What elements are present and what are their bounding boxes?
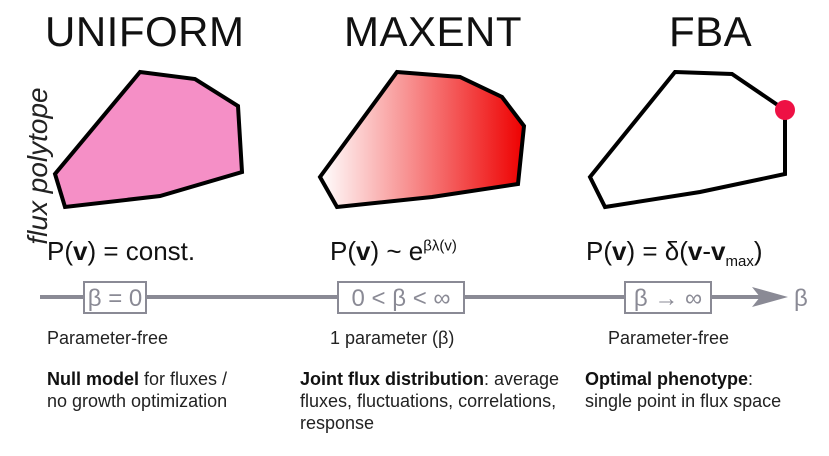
beta-range-box	[337, 281, 465, 314]
maxent-param: 1 parameter (β)	[330, 328, 455, 348]
fba-description: Optimal phenotype: single point in flux …	[585, 369, 782, 411]
maxent-polytope-shape	[317, 69, 527, 210]
maxent-description: Joint flux distribution: average fluxes,…	[300, 369, 560, 433]
uniform-param: Parameter-free	[47, 328, 169, 348]
beta-zero-label: β = 0	[88, 285, 143, 312]
axis-arrowhead	[752, 287, 788, 307]
uniform-polytope-shape	[52, 69, 245, 210]
beta-zero-box	[83, 281, 147, 314]
maxent-title: MAXENT	[344, 8, 523, 55]
beta-infinity-box	[624, 281, 712, 314]
fba-polytope	[587, 69, 795, 210]
maxent-polytope	[317, 69, 527, 210]
beta-infinity-label: β → ∞	[634, 285, 702, 312]
uniform-title: UNIFORM	[45, 8, 245, 55]
beta-range-label: 0 < β < ∞	[352, 285, 451, 312]
fba-formula: P(v) = δ(v-vmax)	[586, 236, 763, 271]
uniform-polytope	[52, 69, 245, 210]
uniform-description: Null model for fluxes / no growth optimi…	[47, 369, 228, 411]
uniform-formula: P(v) = const.	[47, 236, 196, 266]
fba-param: Parameter-free	[608, 328, 730, 348]
fba-title: FBA	[669, 8, 753, 55]
fba-polytope-shape	[587, 69, 787, 210]
beta-axis-label: β	[794, 285, 808, 312]
beta-axis: β = 0 0 < β < ∞ β → ∞ β	[40, 281, 808, 314]
maxent-formula: P(v) ~ eβλ(v)	[330, 236, 457, 266]
optimal-point	[775, 100, 795, 120]
